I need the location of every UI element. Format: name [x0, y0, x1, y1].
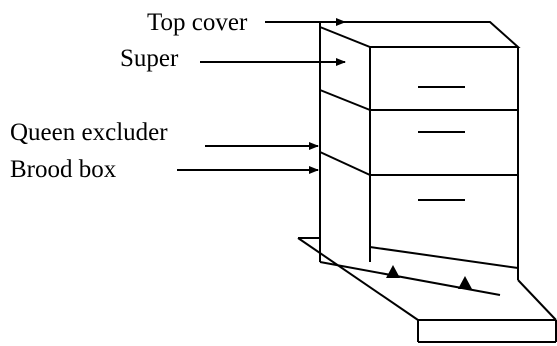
super-bottom-side [319, 89, 371, 111]
entrance-marker-left [386, 265, 400, 278]
label-top-cover: Top cover [147, 9, 248, 36]
base-left-diag [297, 237, 419, 321]
base-right-diag [517, 279, 557, 321]
hive-base [297, 237, 557, 343]
top-cover-outline [319, 21, 521, 48]
landing-board-top [369, 246, 519, 269]
hive-body [319, 21, 521, 280]
excluder-bottom-side [319, 151, 371, 176]
landing-board-bottom [319, 261, 501, 296]
entrance-marker-right [458, 276, 472, 289]
label-brood-box: Brood box [10, 156, 117, 183]
label-queen-excluder: Queen excluder [10, 119, 168, 146]
label-super: Super [120, 45, 179, 72]
